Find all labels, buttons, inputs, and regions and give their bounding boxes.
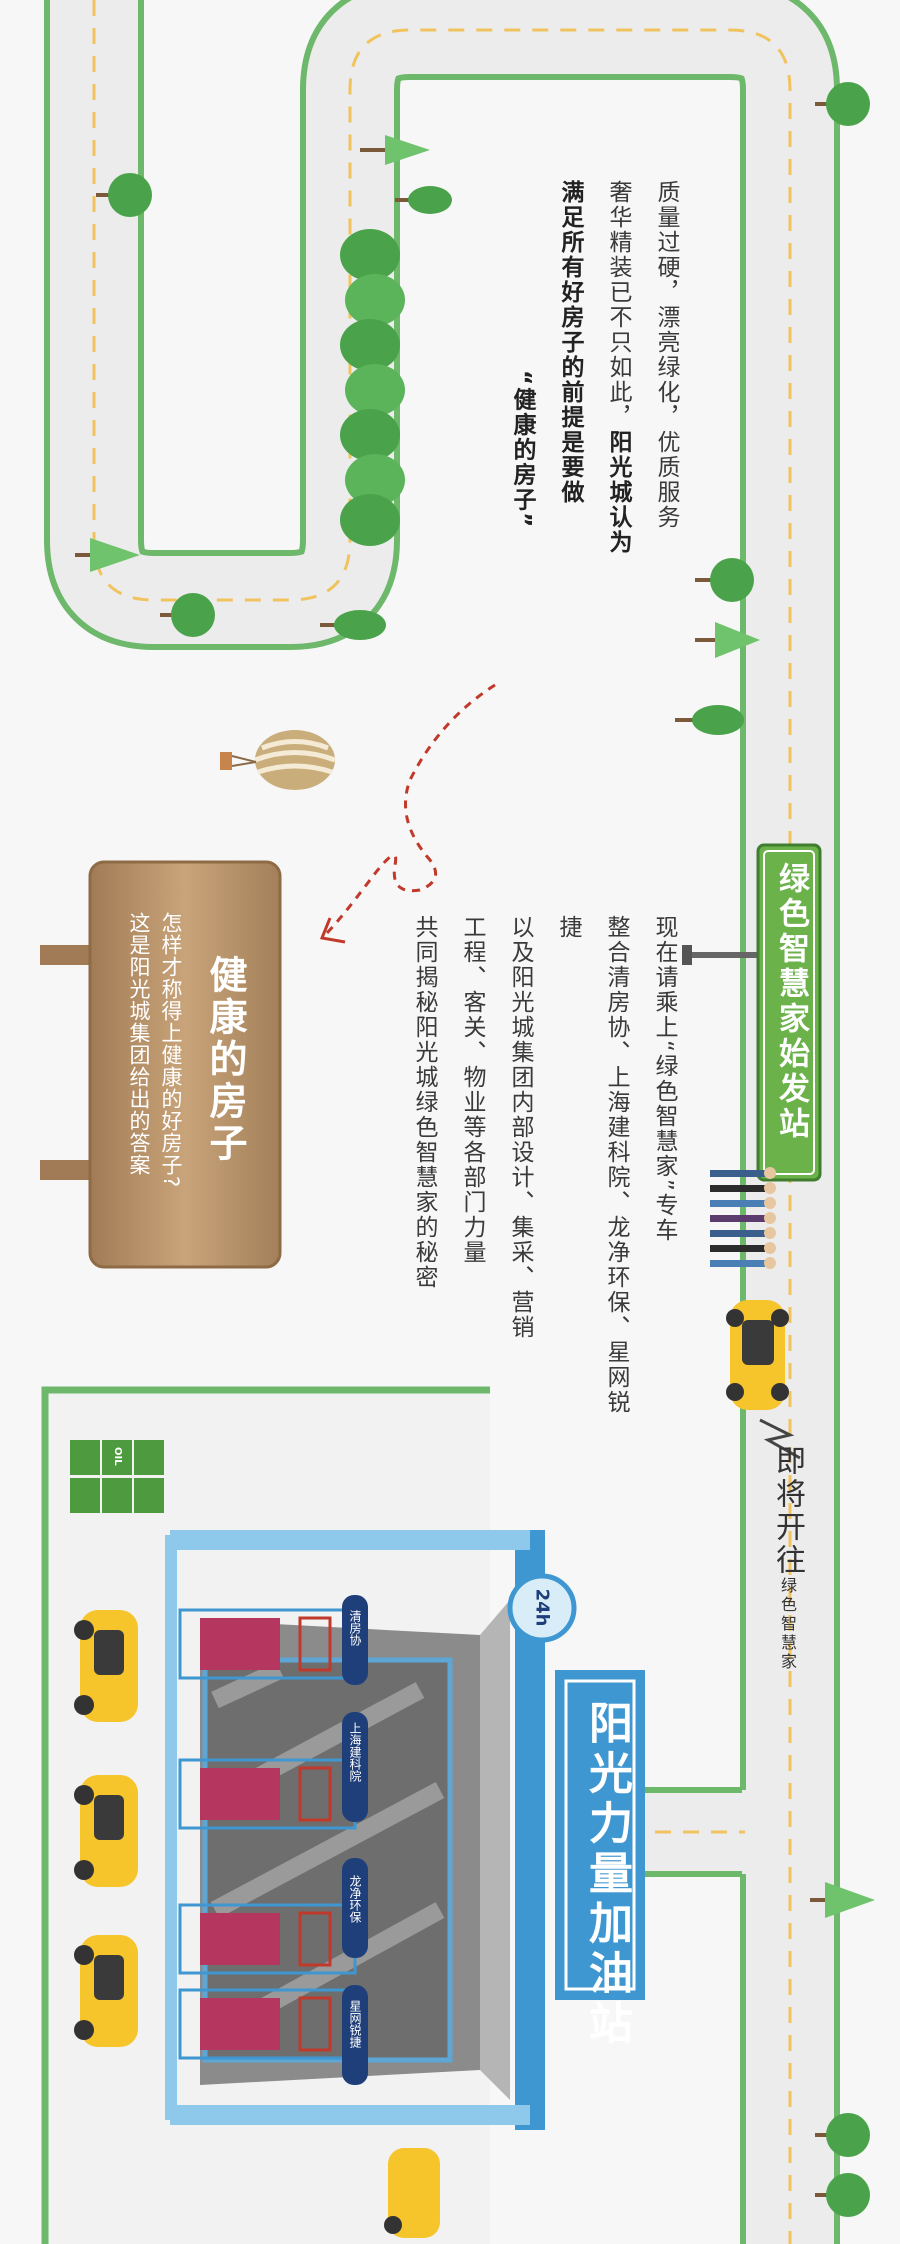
intro-line-2b: 阳光城认为 xyxy=(605,430,631,555)
body-line-3: 以及阳光城集团内部设计、集采、营销 xyxy=(507,915,533,1340)
pump-label-1: 清房协 xyxy=(348,1610,362,1646)
oil-barrels xyxy=(70,1440,164,1513)
intro-line-4: “健康的房子” xyxy=(509,370,535,530)
departure-label: 即将开往绿色智慧家 xyxy=(765,1445,809,1672)
gas-station-name: 阳光力量加油站 xyxy=(581,1700,632,2050)
station-sign-label: 绿色智慧家始发站 xyxy=(773,862,809,1142)
arrow-head xyxy=(319,917,346,944)
body-line-1: 现在请乘上“绿色智慧家”专车 xyxy=(651,915,677,1243)
intro-text: 质量过硬，漂亮绿化，优质服务 奢华精装已不只如此，阳光城认为 满足所有好房子的前… xyxy=(498,180,690,700)
sign-subtitle-2: 这是阳光城集团给出的答案 xyxy=(127,912,151,1176)
departure-main: 即将开往 xyxy=(770,1445,805,1577)
pump-label-3: 龙净环保 xyxy=(348,1875,362,1923)
trees xyxy=(75,82,875,2217)
station-signpost xyxy=(682,843,822,1182)
sign-title: 健康的房子 xyxy=(203,955,247,1165)
intro-line-3: 满足所有好房子的前提是要做 xyxy=(557,180,583,505)
sign-subtitle-1: 怎样才称得上健康的好房子? xyxy=(159,912,183,1189)
body-text: 现在请乘上“绿色智慧家”专车 整合清房协、上海建科院、龙净环保、星网锐捷 以及阳… xyxy=(400,915,688,1435)
hours-badge: 24h xyxy=(531,1588,553,1627)
body-line-4: 工程、客关、物业等各部门力量 xyxy=(459,915,485,1265)
pump-label-2: 上海建科院 xyxy=(348,1722,362,1782)
hot-air-balloon xyxy=(220,730,336,790)
intro-line-1: 质量过硬，漂亮绿化，优质服务 xyxy=(653,180,679,530)
winding-road xyxy=(44,0,840,2244)
oil-barrel-label: OIL xyxy=(112,1447,123,1466)
gas-station xyxy=(41,1386,645,2244)
body-line-2: 整合清房协、上海建科院、龙净环保、星网锐捷 xyxy=(555,915,629,1415)
lightning-icon xyxy=(759,1418,801,1460)
intro-line-2a: 奢华精装已不只如此， xyxy=(605,180,631,430)
dashed-path-arrow xyxy=(323,683,496,937)
departure-destination: 绿色智慧家 xyxy=(778,1577,797,1672)
yellow-car-main xyxy=(726,1300,789,1410)
pump-label-4: 星网锐捷 xyxy=(348,2000,362,2048)
parked-cars xyxy=(74,1610,440,2238)
waiting-people xyxy=(710,1167,776,1269)
wooden-sign xyxy=(40,860,282,1269)
body-line-5: 共同揭秘阳光城绿色智慧家的秘密 xyxy=(411,915,437,1290)
